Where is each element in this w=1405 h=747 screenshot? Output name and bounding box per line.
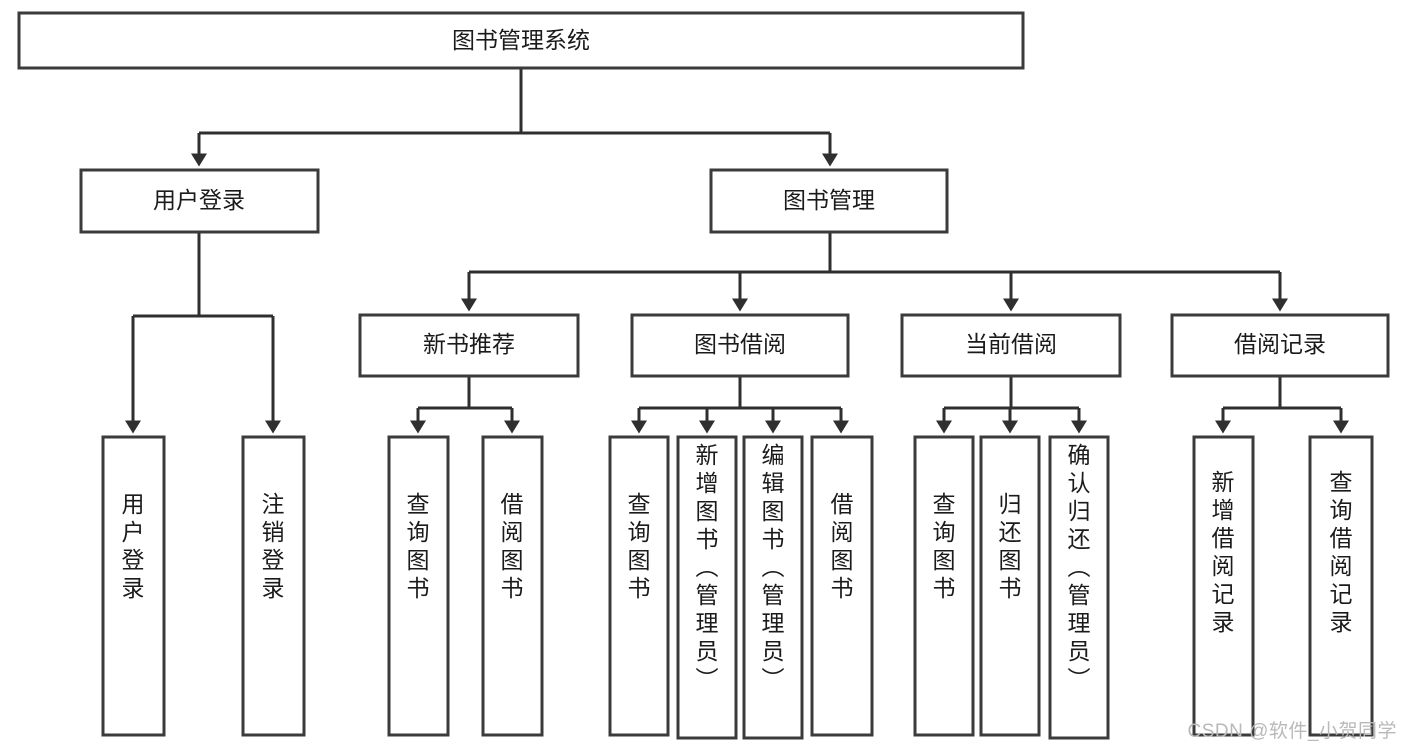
leaf-query-book-3[interactable]: 查询图书 xyxy=(913,435,975,737)
leaf-borrow-book-2[interactable]: 借阅图书 xyxy=(810,435,874,737)
leaf-user-login[interactable]: 用户登录 xyxy=(101,435,166,737)
leaf-add-book-box[interactable] xyxy=(676,435,738,740)
leaf-query-book-1-label: 查询图书 xyxy=(407,491,430,601)
leaf-return-book-box[interactable] xyxy=(979,435,1041,737)
leaf-query-book-2-box[interactable] xyxy=(608,435,670,737)
node-borrow-record-label: 借阅记录 xyxy=(1234,331,1326,357)
leaf-query-book-2[interactable]: 查询图书 xyxy=(608,435,670,737)
leaf-query-record-box[interactable] xyxy=(1308,435,1374,737)
leaf-logout-box[interactable] xyxy=(241,435,306,737)
leaf-return-book-label: 归还图书 xyxy=(999,491,1022,601)
node-root[interactable]: 图书管理系统 xyxy=(17,11,1025,70)
leaf-confirm-return[interactable]: 确认归还︵管理员︶ xyxy=(1048,435,1110,740)
csdn-watermark: CSDN @软件_小贺同学 xyxy=(1187,721,1397,742)
node-book-borrow[interactable]: 图书借阅 xyxy=(630,313,850,378)
leaf-logout[interactable]: 注销登录 xyxy=(241,435,306,737)
leaf-confirm-return-label: 确认归还︵管理员︶ xyxy=(1068,442,1091,692)
node-user-login-box[interactable] xyxy=(79,168,320,234)
leaf-logout-label: 注销登录 xyxy=(262,491,285,601)
leaf-query-book-1[interactable]: 查询图书 xyxy=(387,435,450,737)
leaf-add-book[interactable]: 新增图书︵管理员︶ xyxy=(676,435,738,740)
leaf-query-book-2-label: 查询图书 xyxy=(628,491,651,601)
node-book-borrow-label: 图书借阅 xyxy=(694,331,786,357)
node-new-book-recommend-box[interactable] xyxy=(358,313,580,378)
node-root-label: 图书管理系统 xyxy=(452,27,590,53)
leaf-query-book-1-box[interactable] xyxy=(387,435,450,737)
node-borrow-record[interactable]: 借阅记录 xyxy=(1170,313,1390,378)
leaf-user-login-box[interactable] xyxy=(101,435,166,737)
leaf-add-record-label: 新增借阅记录 xyxy=(1212,469,1235,635)
leaf-borrow-book-2-label: 借阅图书 xyxy=(831,491,854,601)
leaf-edit-book[interactable]: 编辑图书︵管理员︶ xyxy=(742,435,804,740)
leaf-query-record-label: 查询借阅记录 xyxy=(1330,469,1353,635)
leaf-add-record-box[interactable] xyxy=(1192,435,1255,737)
leaf-borrow-book-2-box[interactable] xyxy=(810,435,874,737)
leaf-query-record[interactable]: 查询借阅记录 xyxy=(1308,435,1374,737)
leaf-user-login-label: 用户登录 xyxy=(122,491,145,601)
node-current-borrow-label: 当前借阅 xyxy=(965,331,1057,357)
node-user-login[interactable]: 用户登录 xyxy=(79,168,320,234)
leaf-query-book-3-box[interactable] xyxy=(913,435,975,737)
node-new-book-recommend-label: 新书推荐 xyxy=(423,331,515,357)
leaf-edit-book-box[interactable] xyxy=(742,435,804,740)
leaf-borrow-book-1[interactable]: 借阅图书 xyxy=(481,435,544,737)
leaf-borrow-book-1-box[interactable] xyxy=(481,435,544,737)
node-root-box[interactable] xyxy=(17,11,1025,70)
leaf-borrow-book-1-label: 借阅图书 xyxy=(501,491,524,601)
node-current-borrow[interactable]: 当前借阅 xyxy=(900,313,1122,378)
node-book-borrow-box[interactable] xyxy=(630,313,850,378)
leaf-confirm-return-box[interactable] xyxy=(1048,435,1110,740)
leaf-query-book-3-label: 查询图书 xyxy=(933,491,956,601)
node-book-manage[interactable]: 图书管理 xyxy=(709,168,949,234)
leaf-add-book-label: 新增图书︵管理员︶ xyxy=(696,442,719,692)
node-user-login-label: 用户登录 xyxy=(153,187,245,213)
connector-layer xyxy=(125,68,1349,434)
leaf-return-book[interactable]: 归还图书 xyxy=(979,435,1041,737)
node-borrow-record-box[interactable] xyxy=(1170,313,1390,378)
node-new-book-recommend[interactable]: 新书推荐 xyxy=(358,313,580,378)
node-book-manage-box[interactable] xyxy=(709,168,949,234)
node-book-manage-label: 图书管理 xyxy=(783,187,875,213)
leaf-edit-book-label: 编辑图书︵管理员︶ xyxy=(762,442,785,692)
node-current-borrow-box[interactable] xyxy=(900,313,1122,378)
leaf-add-record[interactable]: 新增借阅记录 xyxy=(1192,435,1255,737)
